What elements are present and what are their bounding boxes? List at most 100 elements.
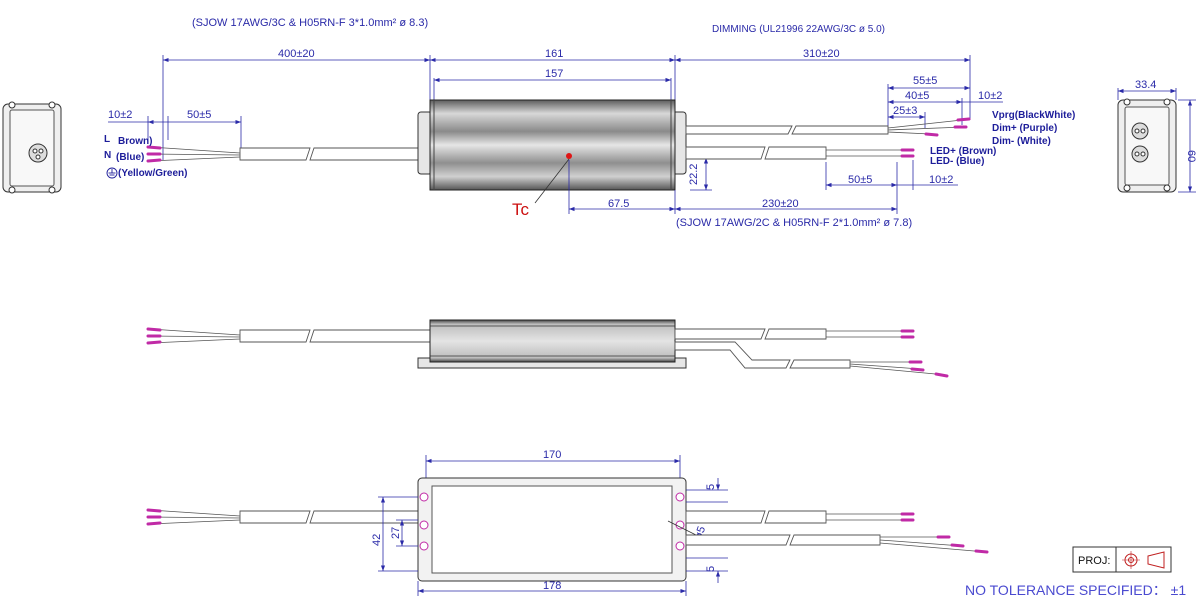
wire-core-icon xyxy=(1134,128,1140,134)
dim-40: 40±5 xyxy=(905,90,929,102)
dimming-cable xyxy=(685,117,971,137)
mount-hole-icon xyxy=(419,492,429,502)
cable-segment xyxy=(764,146,827,160)
wire-core-icon xyxy=(1140,128,1146,134)
wire-tip xyxy=(146,158,162,163)
cable-segment xyxy=(309,147,431,161)
dim-10a: 10±2 xyxy=(978,90,1002,102)
cable-segment xyxy=(239,147,311,161)
side-view xyxy=(146,319,949,378)
left-end-view xyxy=(2,101,62,194)
ledm-label: LED- (Blue) xyxy=(930,156,984,167)
dim-157: 157 xyxy=(545,68,563,80)
wire-core-icon xyxy=(35,154,41,160)
tolerance-note: NO TOLERANCE SPECIFIED： ±1 xyxy=(965,582,1186,598)
wire-tip xyxy=(950,543,965,548)
right-end-view: 33.4 60 xyxy=(1117,79,1197,193)
cable-segment xyxy=(685,510,766,524)
mount-hole-icon xyxy=(419,520,429,530)
wire xyxy=(887,119,963,129)
wire xyxy=(879,539,963,547)
dim-42: 42 xyxy=(371,534,383,546)
side-housing xyxy=(429,319,676,363)
bottom-input-wires xyxy=(146,508,241,526)
cable-segment xyxy=(791,125,889,135)
wire xyxy=(887,131,931,135)
wire xyxy=(887,126,965,131)
cable-segment xyxy=(685,534,791,546)
mount-hole-icon xyxy=(675,492,685,502)
ground-icon xyxy=(106,167,118,179)
input-wires xyxy=(146,145,241,163)
wire xyxy=(849,365,947,376)
projection-box: PROJ: xyxy=(1072,546,1172,573)
screw-icon xyxy=(1163,184,1171,192)
dim-22: 22.2 xyxy=(688,164,700,185)
mount-hole-icon xyxy=(675,541,685,551)
hole-leader xyxy=(667,520,701,538)
ac-cable-spec: (SJOW 17AWG/3C & H05RN-F 3*1.0mm² ø 8.3) xyxy=(192,17,428,29)
projection-symbol-icon xyxy=(1122,551,1165,569)
l-letter: L xyxy=(104,134,110,145)
tc-label: Tc xyxy=(512,200,530,219)
cable-segment xyxy=(674,341,791,369)
dc-cable-spec: (SJOW 17AWG/2C & H05RN-F 2*1.0mm² ø 7.8) xyxy=(676,217,912,229)
dim-334: 33.4 xyxy=(1135,79,1156,91)
mount-hole-icon xyxy=(419,541,429,551)
dim-60: 60 xyxy=(1185,150,1197,162)
wire-tip xyxy=(934,372,949,378)
wire xyxy=(879,542,987,553)
screw-icon xyxy=(1163,98,1171,106)
wire-tip xyxy=(146,521,162,526)
wire-tip xyxy=(146,327,162,332)
dc-cable xyxy=(685,146,915,160)
dim-161: 161 xyxy=(545,48,563,60)
wire-core-icon xyxy=(1140,151,1146,157)
cable-segment xyxy=(309,329,431,343)
end-plate-inner xyxy=(1124,106,1170,186)
wire-core-icon xyxy=(1134,151,1140,157)
mount-hole-icon xyxy=(675,520,685,530)
wire-core-icon xyxy=(32,148,38,154)
dimp-label: Dim+ (Purple) xyxy=(992,123,1057,134)
screw-icon xyxy=(8,186,16,194)
wire-tip xyxy=(146,340,162,345)
wire xyxy=(149,516,241,519)
bottom-view: 170 42 27 5 5 xyxy=(146,449,989,596)
dim-310: 310±20 xyxy=(803,48,840,60)
dim-50a: 50±5 xyxy=(187,109,211,121)
ground-color: (Yellow/Green) xyxy=(118,168,187,179)
housing-body xyxy=(429,99,676,191)
screw-icon xyxy=(48,186,56,194)
dim-67: 67.5 xyxy=(608,198,629,210)
wire-tip xyxy=(146,145,162,150)
bottom-plate xyxy=(431,485,673,574)
housing-top xyxy=(417,99,687,191)
wire xyxy=(149,153,241,156)
wire xyxy=(149,156,241,162)
ac-cable xyxy=(239,147,431,161)
n-letter: N xyxy=(104,150,111,161)
proj-frame xyxy=(1072,546,1172,573)
dimming-cable-spec: DIMMING (UL21996 22AWG/3C ø 5.0) xyxy=(712,24,885,35)
n-color: (Blue) xyxy=(116,152,144,163)
wire xyxy=(149,146,241,154)
dim-25: 25±3 xyxy=(893,105,917,117)
tc-leader xyxy=(534,158,570,204)
dim-55: 55±5 xyxy=(913,75,937,87)
dim-10c: 10±2 xyxy=(929,174,953,186)
cable-segment xyxy=(239,329,311,343)
cable-segment xyxy=(239,510,311,524)
dim-10b: 10±2 xyxy=(108,109,132,121)
top-view: (SJOW 17AWG/3C & H05RN-F 3*1.0mm² ø 8.3)… xyxy=(104,17,1075,229)
dimm-label: Dim- (White) xyxy=(992,136,1051,147)
vprg-label: Vprg(BlackWhite) xyxy=(992,110,1075,121)
cable-gland-icon xyxy=(1131,145,1149,163)
side-input-wires xyxy=(146,327,241,345)
screw-icon xyxy=(1123,184,1131,192)
wire-tip xyxy=(974,549,989,554)
screw-icon xyxy=(48,101,56,109)
dim-5b: 5 xyxy=(705,566,717,572)
ledp-label: LED+ (Brown) xyxy=(930,146,996,157)
